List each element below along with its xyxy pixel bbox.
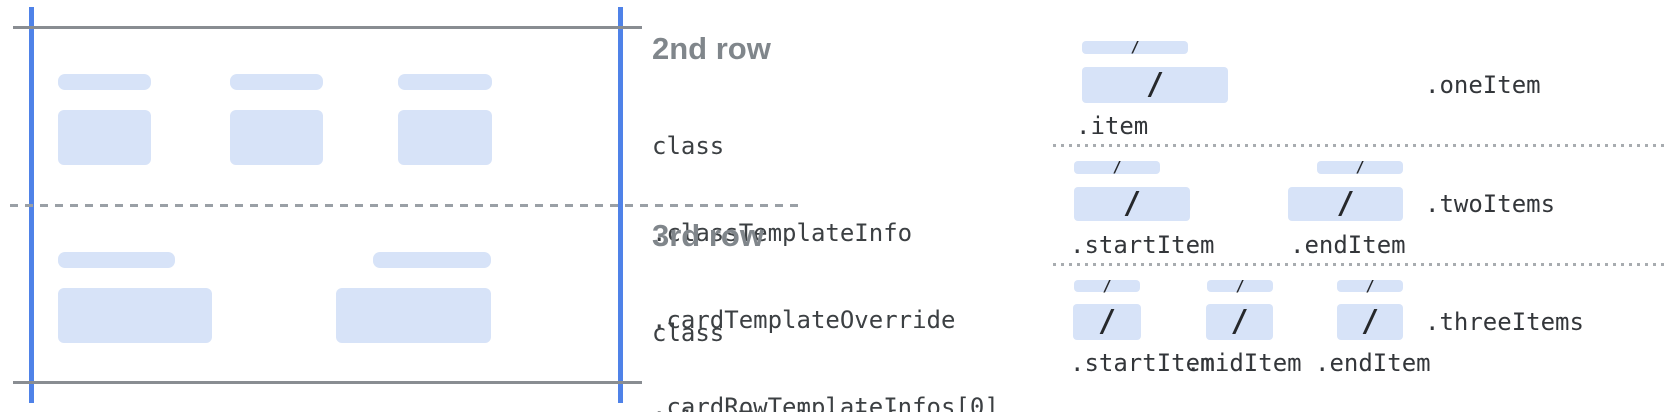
slash-icon: /: [1230, 304, 1249, 339]
row-divider-dashed-line: [10, 204, 800, 207]
three-items-start-value-bar: /: [1073, 304, 1141, 340]
slash-icon: /: [1360, 304, 1380, 339]
slash-icon: /: [1336, 186, 1355, 221]
one-item-label-bar: /: [1082, 38, 1188, 56]
three-items-row-label: .threeItems: [1425, 308, 1584, 336]
row3-col2-label-bar: [373, 252, 491, 268]
row2-col1-value-bar: [58, 110, 151, 165]
row2-heading: 2nd row: [652, 31, 771, 66]
row3-col1-value-bar: [58, 288, 212, 343]
two-items-row-label: .twoItems: [1425, 190, 1556, 218]
row2-path-line: .classTemplateInfo: [652, 219, 913, 247]
slash-icon: /: [1365, 276, 1375, 295]
row2-col2-value-bar: [230, 110, 323, 165]
one-item-field-label: .item: [1076, 112, 1149, 140]
row2-class-path: class .classTemplateInfo .cardTemplateOv…: [652, 74, 999, 412]
three-items-end-value-bar: /: [1337, 304, 1403, 340]
three-items-start-field-label: .startItem: [1070, 349, 1215, 377]
row3-path-line: class: [652, 319, 725, 347]
three-items-mid-field-label: .midItem: [1186, 349, 1302, 377]
card-bottom-boundary-line: [13, 381, 642, 384]
one-item-row-label: .oneItem: [1425, 71, 1541, 99]
slash-icon: /: [1097, 304, 1117, 339]
two-items-start-label-bar: /: [1074, 158, 1160, 176]
one-item-value-bar: /: [1082, 67, 1228, 103]
variant-divider-dotted-line: [1053, 144, 1668, 147]
row3-col1-label-bar: [58, 252, 175, 268]
row2-col2-label-bar: [230, 74, 323, 90]
slash-icon: /: [1112, 158, 1122, 176]
row2-path-line: .cardRowTemplateInfos[0]: [652, 393, 999, 412]
row2-col3-label-bar: [398, 74, 492, 90]
row2-col3-value-bar: [398, 110, 492, 165]
three-items-end-field-label: .endItem: [1315, 349, 1431, 377]
two-items-end-label-bar: /: [1317, 158, 1403, 176]
two-items-end-value-bar: /: [1288, 187, 1403, 221]
slash-icon: /: [1102, 276, 1112, 295]
two-items-start-value-bar: /: [1074, 187, 1190, 221]
variant-divider-dotted-line: [1053, 263, 1668, 266]
row3-col2-value-bar: [336, 288, 491, 343]
two-items-start-field-label: .startItem: [1070, 231, 1215, 259]
slash-icon: /: [1355, 158, 1365, 176]
row3-class-path: class .classTemplateInfo .cardTemplateOv…: [652, 261, 999, 412]
slash-icon: /: [1122, 186, 1142, 221]
slash-icon: /: [1235, 276, 1245, 295]
three-items-end-label-bar: /: [1337, 276, 1403, 295]
card-top-boundary-line: [13, 26, 642, 29]
three-items-mid-label-bar: /: [1207, 276, 1273, 295]
row3-path-line: .classTemplateInfo: [652, 406, 999, 412]
three-items-mid-value-bar: /: [1206, 304, 1273, 340]
row2-path-line: class: [652, 132, 725, 160]
row2-path-line: .cardTemplateOverride: [652, 306, 956, 334]
slash-icon: /: [1145, 67, 1165, 102]
slash-icon: /: [1130, 38, 1140, 56]
two-items-end-field-label: .endItem: [1290, 231, 1406, 259]
row3-heading: 3rd row: [652, 218, 764, 253]
three-items-start-label-bar: /: [1074, 276, 1140, 295]
row2-col1-label-bar: [58, 74, 151, 90]
